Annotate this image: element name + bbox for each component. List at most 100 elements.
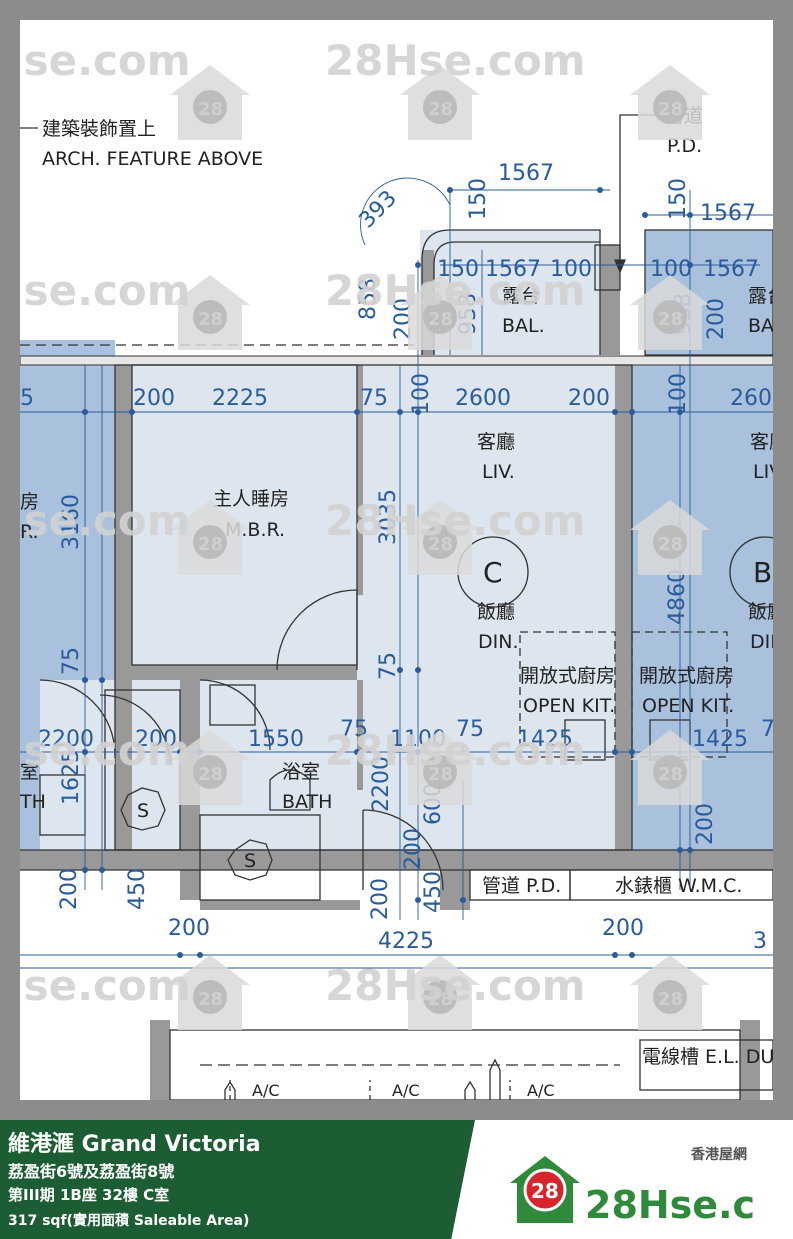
svg-text:28: 28 (531, 1179, 559, 1203)
ac-label-1: A/C (252, 1081, 280, 1100)
dim-150-c: 150 (437, 257, 479, 282)
dim-393: 393 (355, 186, 402, 233)
balcony-right-cn: 露台 (748, 285, 773, 307)
kitchen-label-en: OPEN KIT. (523, 695, 615, 717)
dim-200-j: 200 (168, 916, 210, 941)
unit-line: 第III期 1B座 32樓 C室 (8, 1186, 170, 1204)
dim-3035: 3035 (376, 489, 401, 545)
kitchen-right-cn: 開放式廚房 (639, 664, 734, 687)
watermarks: 28 28 28 28 28 28 28 (20, 36, 710, 1030)
dim-75-d: 75 (340, 717, 368, 742)
project-title: 維港滙 Grand Victoria (8, 1132, 261, 1157)
dim-2600: 2600 (455, 386, 511, 411)
living-right-cn: 客廳 (750, 431, 773, 453)
dim-260: 260 (730, 386, 772, 411)
svg-text:28Hse.com: 28Hse.com (325, 961, 586, 1010)
svg-text:28: 28 (198, 989, 223, 1010)
house-logo-icon: 28 28Hse.com (510, 1156, 755, 1227)
svg-text:28: 28 (658, 764, 683, 785)
svg-text:28Hse.com: 28Hse.com (325, 726, 586, 775)
area-line: 317 sqf(實用面積 Saleable Area) (8, 1213, 250, 1229)
floor-plan-drawing: 1567 1567 393 150 150 150 1567 100 100 1… (20, 36, 773, 1100)
dim-100-a: 100 (550, 257, 592, 282)
dim-75-c: 75 (376, 652, 401, 680)
dining-label-cn: 飯廳 (477, 601, 515, 623)
floor-plan: 1567 1567 393 150 150 150 1567 100 100 1… (20, 20, 773, 1100)
dim-450-b: 450 (125, 868, 150, 910)
dining-right-cn: 飯廳 (748, 601, 773, 623)
unit-c-marker: C (483, 556, 503, 589)
bath-label-cn: 浴室 (282, 761, 320, 783)
arch-feature-cn: 建築裝飾置上 (42, 118, 156, 140)
wall-outlines (20, 229, 773, 901)
footer: 維港滙 Grand Victoria 荔盈街6號及荔盈街8號 第III期 1B座… (0, 1120, 793, 1239)
dim-200-f: 200 (401, 828, 426, 870)
dim-450-a: 450 (421, 871, 446, 913)
dim-2200-b: 2200 (369, 756, 394, 812)
arch-feature-en: ARCH. FEATURE ABOVE (42, 148, 263, 170)
bath-left-cn: 室 (20, 761, 39, 783)
dim-200-g: 200 (693, 803, 718, 845)
dim-150-a: 150 (466, 178, 491, 220)
site-tagline: 香港屋網 (691, 1146, 747, 1162)
dim-200-h: 200 (57, 868, 82, 910)
balcony-right-en: BAL (748, 315, 773, 337)
dim-2200-a: 2200 (38, 727, 94, 752)
ac-label-3: A/C (527, 1081, 555, 1100)
dim-7: 7 (761, 717, 773, 742)
living-label-cn: 客廳 (477, 431, 515, 453)
svg-text:28Hse.com: 28Hse.com (325, 36, 586, 85)
el-duct-label: 電線槽 E.L. DU (642, 1046, 773, 1068)
room-left-cn: 房 (20, 491, 39, 513)
svg-text:28: 28 (198, 764, 223, 785)
svg-text:28: 28 (428, 989, 453, 1010)
balcony-label-en: BAL. (502, 315, 545, 337)
living-right-en: LIV (753, 461, 773, 483)
svg-text:28Hse.com: 28Hse.com (20, 266, 191, 315)
dim-1567-c: 1567 (703, 257, 759, 282)
bath-label-en: BATH (282, 791, 332, 813)
svg-text:28: 28 (198, 309, 223, 330)
svg-text:28: 28 (658, 989, 683, 1010)
unit-b-marker: B (753, 556, 772, 589)
svg-text:28: 28 (428, 534, 453, 555)
svg-text:28: 28 (428, 309, 453, 330)
kitchen-right-en: OPEN KIT. (642, 695, 734, 717)
dim-200-e: 200 (135, 727, 177, 752)
dim-1425-b: 1425 (692, 727, 748, 752)
dim-3: 3 (753, 929, 767, 954)
dim-4860: 4860 (665, 569, 690, 625)
dim-1567-right: 1567 (700, 201, 756, 226)
left-bath-area (40, 680, 180, 850)
site-logo[interactable]: 香港屋網 28 28Hse.com (505, 1138, 765, 1228)
svg-text:28Hse.com: 28Hse.com (20, 961, 191, 1010)
dim-200-c: 200 (133, 386, 175, 411)
svg-text:28: 28 (658, 309, 683, 330)
svg-text:28: 28 (658, 534, 683, 555)
svg-text:28Hse.com: 28Hse.com (20, 726, 191, 775)
dim-1625: 1625 (59, 749, 84, 805)
living-label-en: LIV. (482, 461, 515, 483)
dim-150-b: 150 (666, 178, 691, 220)
address-line: 荔盈街6號及荔盈街8號 (8, 1162, 175, 1181)
door-swings (39, 589, 444, 891)
dining-right-en: DIN (750, 631, 773, 653)
wmc-label: 水錶櫃 W.M.C. (615, 875, 742, 897)
dim-1425-a: 1425 (517, 727, 573, 752)
logo-text: 28Hse.com (585, 1183, 755, 1227)
dim-1550: 1550 (248, 727, 304, 752)
dimension-ticks (82, 187, 693, 958)
sink-s-bath: S (244, 850, 256, 872)
pd-bottom-label: 管道 P.D. (482, 875, 561, 897)
dim-200-i: 200 (368, 878, 393, 920)
dining-label-en: DIN. (478, 631, 519, 653)
svg-text:28: 28 (428, 764, 453, 785)
svg-text:28Hse.com: 28Hse.com (20, 496, 191, 545)
dim-75-e: 75 (456, 717, 484, 742)
ac-label-2: A/C (392, 1081, 420, 1100)
dim-200-k: 200 (602, 916, 644, 941)
dim-200-d: 200 (568, 386, 610, 411)
sink-s-left: S (137, 800, 149, 822)
dim-3160: 3160 (59, 494, 84, 550)
svg-text:28: 28 (198, 534, 223, 555)
